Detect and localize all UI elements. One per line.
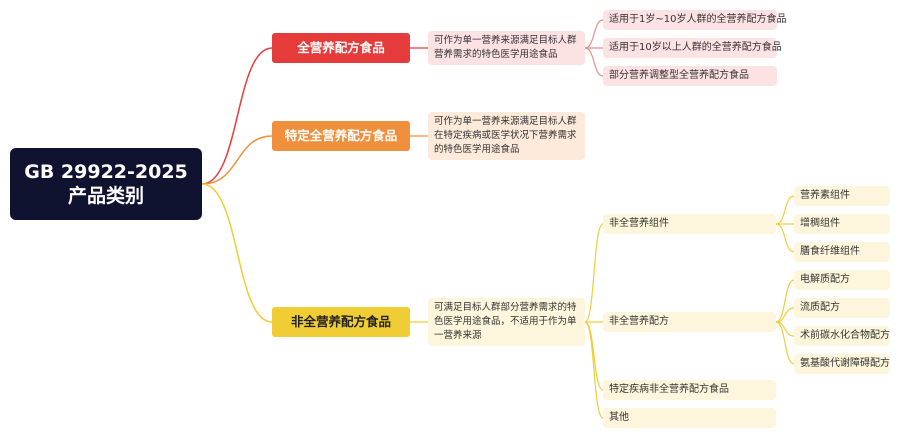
root-node: GB 29922-2025 产品类别 [10, 148, 202, 220]
branch-specific-full-nutrition: 特定全营养配方食品 [272, 121, 410, 151]
root-title-line2: 产品类别 [67, 185, 144, 207]
leaf-partial-adjusted: 部分营养调整型全营养配方食品 [603, 66, 777, 86]
leaf-electrolyte-formula: 电解质配方 [794, 270, 890, 290]
sub-other: 其他 [603, 408, 776, 428]
leaf-liquid-formula: 流质配方 [794, 298, 890, 318]
leaf-nutrient-component: 营养素组件 [794, 186, 890, 206]
leaf-amino-acid-formula: 氨基酸代谢障碍配方 [794, 354, 890, 374]
branch-full-nutrition-desc: 可作为单一营养来源满足目标人群营养需求的特色医学用途食品 [428, 31, 585, 65]
root-title-line1: GB 29922-2025 [24, 161, 188, 183]
leaf-age-1-10: 适用于1岁~10岁人群的全营养配方食品 [603, 10, 786, 30]
leaf-preop-carb-formula: 术前碳水化合物配方 [794, 326, 890, 346]
leaf-age-10-plus: 适用于10岁以上人群的全营养配方食品 [603, 38, 782, 58]
leaf-thickening-component: 增稠组件 [794, 214, 890, 234]
branch-full-nutrition: 全营养配方食品 [272, 33, 410, 63]
leaf-fiber-component: 膳食纤维组件 [794, 242, 890, 262]
sub-non-full-component: 非全营养组件 [603, 214, 776, 234]
branch-non-full-nutrition-desc: 可满足目标人群部分营养需求的特色医学用途食品，不适用于作为单一营养来源 [428, 298, 585, 346]
branch-specific-full-nutrition-desc: 可作为单一营养来源满足目标人群在特定疾病或医学状况下营养需求的特色医学用途食品 [428, 112, 585, 160]
sub-specific-disease-non-full: 特定疾病非全营养配方食品 [603, 380, 776, 400]
branch-non-full-nutrition: 非全营养配方食品 [272, 307, 410, 337]
sub-non-full-formula: 非全营养配方 [603, 312, 776, 332]
